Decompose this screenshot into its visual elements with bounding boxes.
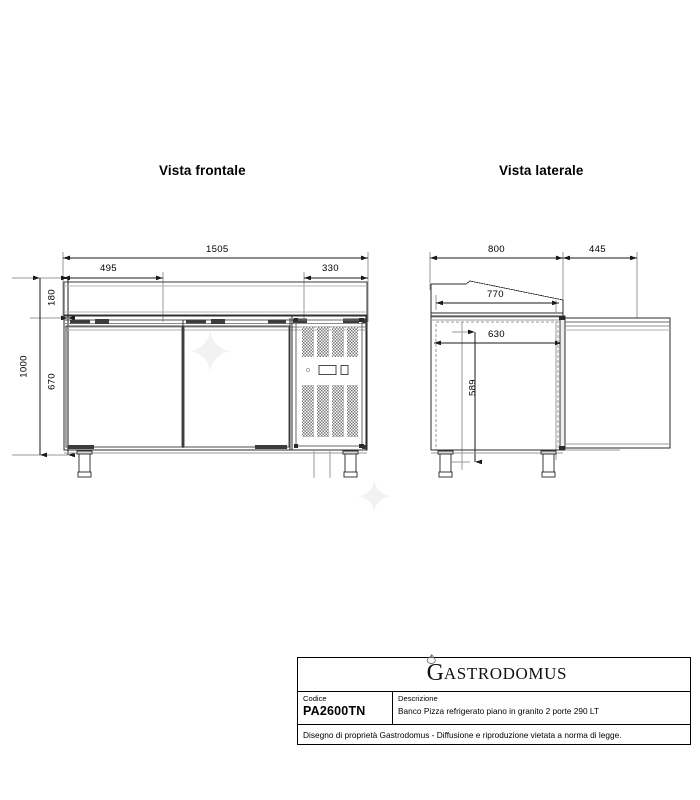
watermark-secondary: ✦ — [355, 472, 394, 523]
dim-front-right-section-width: 330 — [322, 263, 339, 274]
dim-side-interior-depth: 630 — [488, 329, 505, 340]
dim-front-overall-height: 1000 — [18, 355, 30, 378]
gastrodomus-logo: G ASTRODOMUS — [426, 654, 568, 686]
ring-logo-icon — [426, 654, 436, 664]
dim-front-top-band-height: 180 — [46, 289, 58, 306]
dim-side-door-open-depth: 445 — [589, 244, 606, 255]
code-cell: Codice PA2600TN — [298, 692, 393, 724]
code-label: Codice — [303, 694, 327, 703]
code-value: PA2600TN — [303, 704, 366, 718]
dim-side-interior-height: 589 — [467, 379, 479, 396]
side-view-title: Vista laterale — [499, 163, 584, 178]
dim-front-left-section-width: 495 — [100, 263, 117, 274]
description-value: Banco Pizza refrigerato piano in granito… — [398, 706, 599, 716]
dim-front-body-height: 670 — [46, 373, 58, 390]
title-block-logo-row: G ASTRODOMUS — [298, 654, 690, 692]
dim-front-overall-width: 1505 — [206, 244, 229, 255]
description-cell: Descrizione Banco Pizza refrigerato pian… — [393, 692, 690, 724]
watermark: ✦ — [185, 320, 236, 386]
copyright-notice: Disegno di proprietà Gastrodomus - Diffu… — [303, 729, 622, 740]
dim-side-body-depth: 800 — [488, 244, 505, 255]
title-block-footer-row: Disegno di proprietà Gastrodomus - Diffu… — [298, 725, 690, 744]
title-block-info-row: Codice PA2600TN Descrizione Banco Pizza … — [298, 692, 690, 725]
title-block: G ASTRODOMUS Codice PA2600TN Descrizione… — [297, 654, 691, 745]
front-view-title: Vista frontale — [159, 163, 246, 178]
dim-side-worktop-depth: 770 — [487, 289, 504, 300]
description-label: Descrizione — [398, 694, 438, 703]
logo-wordmark: ASTRODOMUS — [443, 664, 568, 683]
logo-initial: G — [426, 660, 444, 686]
